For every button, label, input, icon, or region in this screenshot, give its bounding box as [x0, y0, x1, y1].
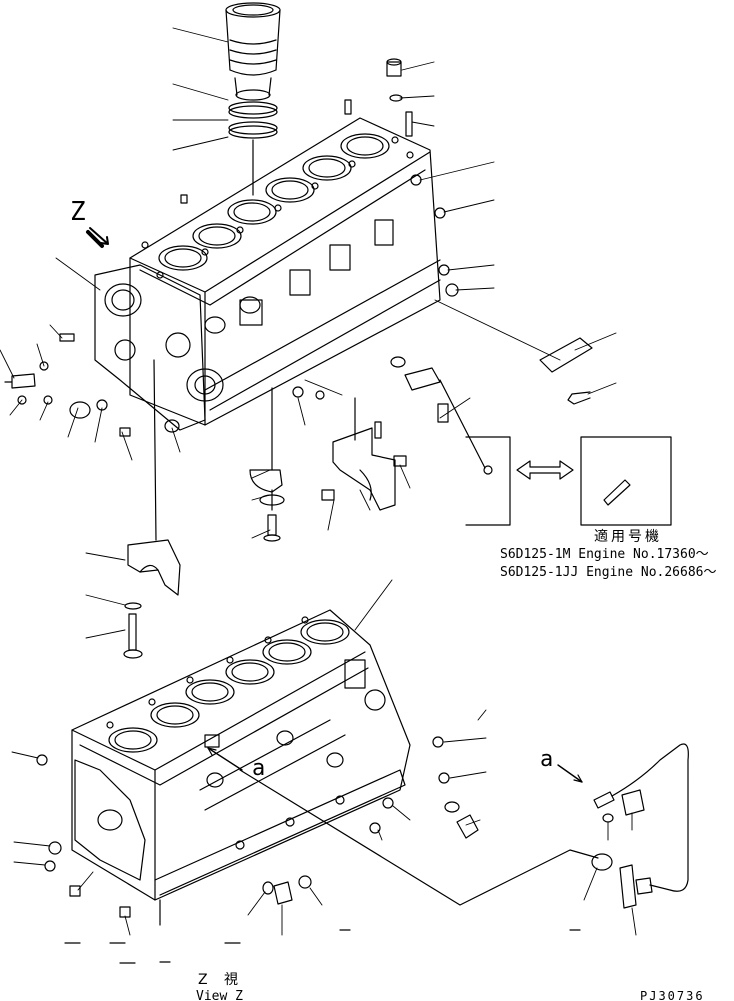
view-caption-jp: Z 視 — [198, 972, 244, 988]
main-bearing-cap-parts — [249, 356, 449, 542]
applicability-heading: 適用号機 — [594, 528, 662, 545]
front-small-parts — [4, 333, 180, 541]
callout-a-sensor: a — [540, 747, 553, 772]
leader-lines-top — [0, 27, 617, 539]
cylinder-liner — [225, 2, 281, 101]
leader-lines-mid — [85, 552, 126, 639]
main-bearing-cap — [123, 539, 181, 659]
callout-a-block: a — [252, 756, 265, 781]
bottom-parts — [36, 736, 689, 964]
view-z-arrow — [89, 227, 109, 245]
drawing-number: PJ30736 — [640, 989, 705, 1001]
view-z-label: Z — [70, 197, 86, 227]
leader-lines-bottom — [11, 579, 637, 936]
view-caption-en: View Z — [196, 989, 243, 1001]
cylinder-block-top — [129, 117, 441, 426]
top-right-parts — [180, 58, 593, 405]
applicability-line-2: S6D125-1JJ Engine No.26686～ — [500, 565, 717, 580]
liner-o-rings — [228, 101, 278, 196]
front-gear-case — [94, 264, 224, 431]
option-box — [439, 379, 672, 526]
applicability-line-1: S6D125-1M Engine No.17360～ — [500, 547, 709, 562]
cylinder-block-bottom — [71, 609, 411, 901]
